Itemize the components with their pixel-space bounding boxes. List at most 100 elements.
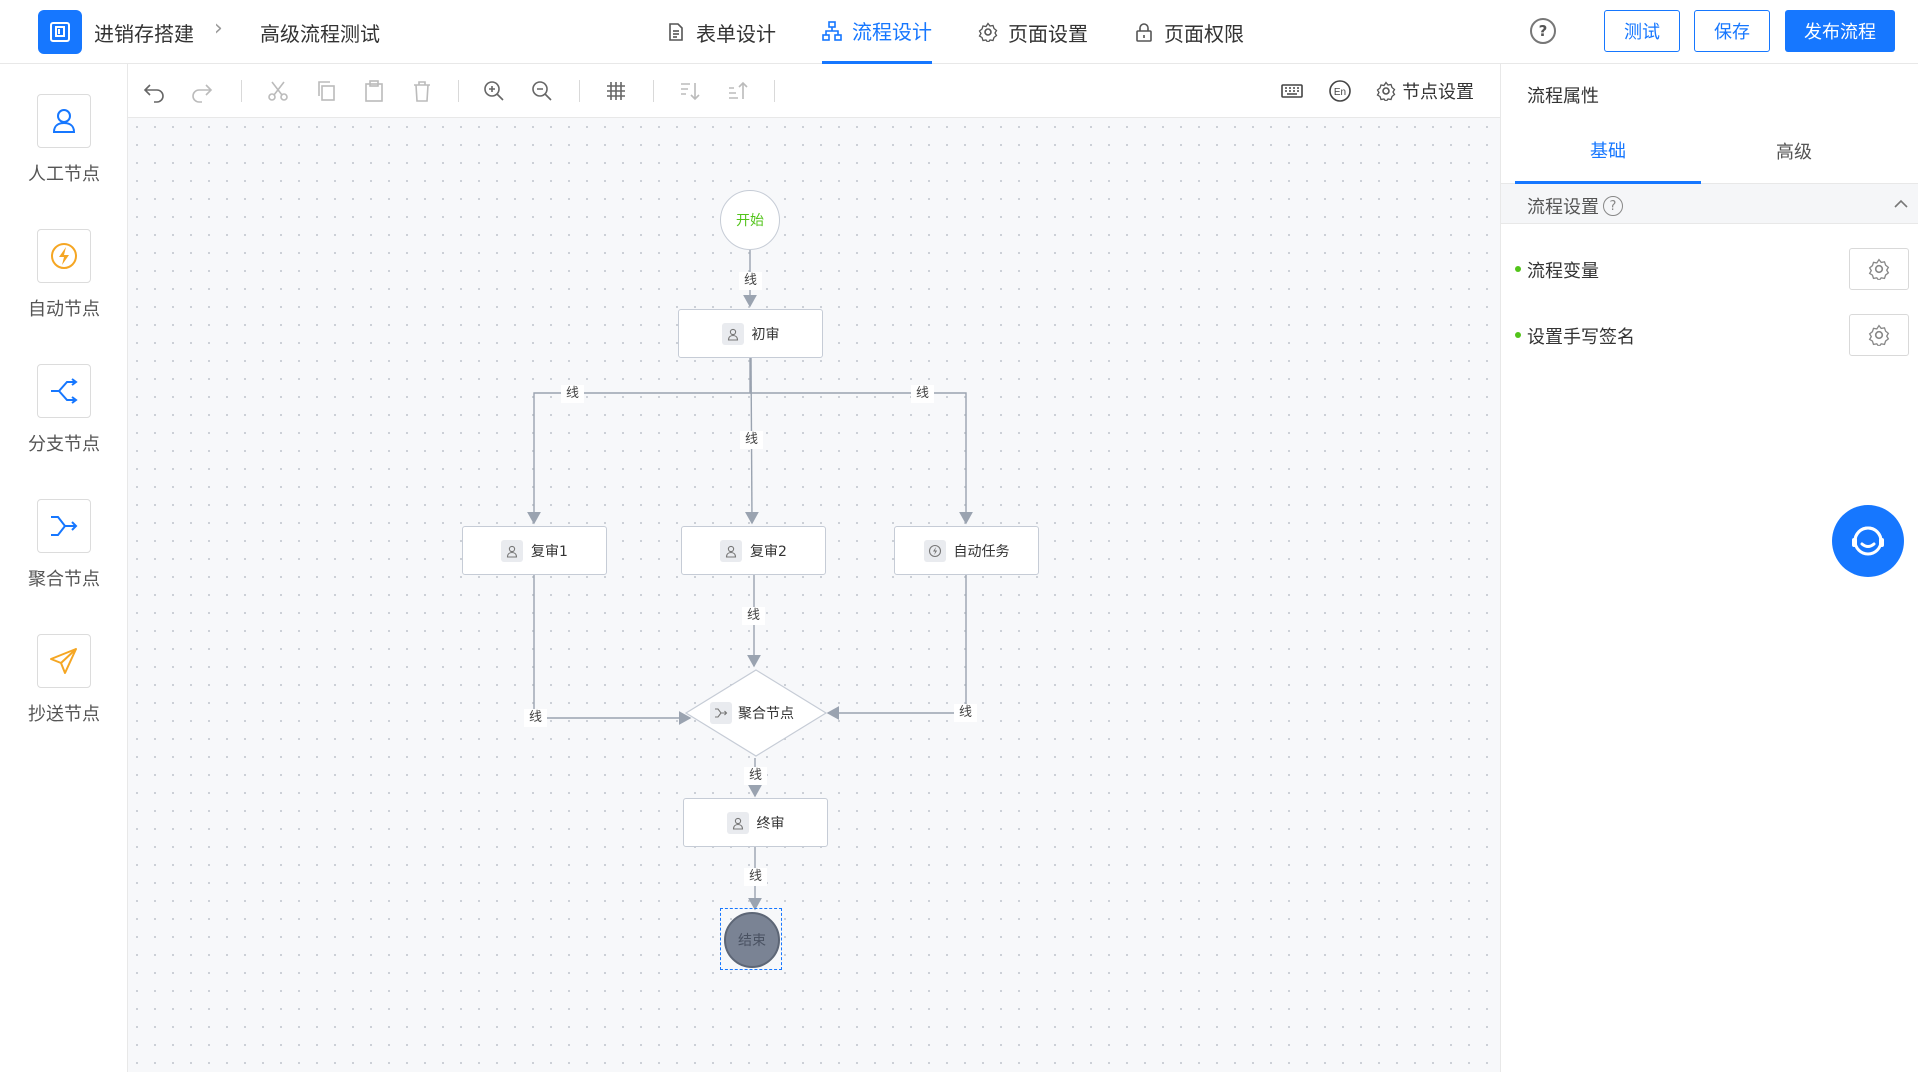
flow-canvas[interactable]: 开始 线 线 线 线 线 线 线 线 线 初审 复审1 复审2 自动任务 聚合节… bbox=[128, 118, 1500, 1072]
edge-first-review-auto-task bbox=[750, 392, 973, 525]
paste-icon[interactable] bbox=[362, 79, 386, 103]
app-logo-icon[interactable] bbox=[38, 10, 82, 54]
person-icon bbox=[725, 545, 737, 558]
publish-flow-button[interactable]: 发布流程 bbox=[1785, 10, 1895, 52]
tab-page-settings[interactable]: 页面设置 bbox=[978, 0, 1088, 64]
canvas-toolbar: En 节点设置 bbox=[128, 64, 1500, 118]
signature-settings-button[interactable] bbox=[1849, 314, 1909, 356]
test-button[interactable]: 测试 bbox=[1604, 10, 1680, 52]
node-settings-button[interactable]: 节点设置 bbox=[1376, 78, 1474, 104]
edge-label[interactable]: 线 bbox=[911, 385, 935, 403]
panel-title: 流程属性 bbox=[1527, 86, 1599, 107]
edge-review1-join bbox=[533, 574, 692, 725]
node-review1-label: 复审1 bbox=[531, 543, 568, 560]
node-final-review-label: 终审 bbox=[756, 815, 785, 832]
setting-row-signature: 设置手写签名 bbox=[1511, 314, 1909, 356]
end-node-selection[interactable]: 结束 bbox=[720, 908, 782, 970]
breadcrumb-page: 高级流程测试 bbox=[260, 22, 380, 46]
palette-branch-node-label: 分支节点 bbox=[28, 434, 100, 455]
chevron-up-icon[interactable] bbox=[1893, 196, 1909, 212]
zoom-out-icon[interactable] bbox=[530, 79, 554, 103]
person-icon bbox=[727, 328, 738, 341]
zoom-in-icon[interactable] bbox=[482, 79, 506, 103]
language-icon[interactable]: En bbox=[1328, 79, 1352, 103]
lock-icon bbox=[1136, 23, 1152, 42]
cut-icon[interactable] bbox=[266, 79, 290, 103]
lightning-icon bbox=[51, 243, 77, 269]
copy-icon[interactable] bbox=[314, 79, 338, 103]
tab-advanced[interactable]: 高级 bbox=[1776, 142, 1812, 163]
delete-icon[interactable] bbox=[410, 79, 434, 103]
person-icon bbox=[506, 545, 518, 558]
keyboard-icon[interactable] bbox=[1280, 79, 1304, 103]
join-node-diamond bbox=[684, 669, 828, 757]
edge-label[interactable]: 线 bbox=[744, 868, 768, 886]
palette-join-node-label: 聚合节点 bbox=[28, 569, 100, 590]
node-auto-task[interactable]: 自动任务 bbox=[894, 526, 1039, 575]
edge-label[interactable]: 线 bbox=[740, 431, 764, 449]
palette-cc-node[interactable]: 抄送节点 bbox=[0, 634, 128, 726]
person-icon bbox=[732, 817, 743, 830]
edge-first-review-review1 bbox=[527, 354, 751, 525]
person-icon bbox=[52, 109, 76, 133]
node-first-review[interactable]: 初审 bbox=[678, 309, 823, 358]
tab-flow-design[interactable]: 流程设计 bbox=[822, 0, 932, 64]
node-join[interactable]: 聚合节点 bbox=[710, 702, 794, 724]
tab-form-design-label: 表单设计 bbox=[696, 21, 776, 46]
edge-label[interactable]: 线 bbox=[561, 385, 585, 403]
edge-label[interactable]: 线 bbox=[954, 704, 978, 722]
gear-icon bbox=[1376, 81, 1396, 101]
question-icon[interactable]: ? bbox=[1603, 196, 1623, 216]
sort-down-icon[interactable] bbox=[678, 79, 702, 103]
palette-auto-node-label: 自动节点 bbox=[28, 299, 100, 320]
undo-icon[interactable] bbox=[142, 79, 166, 103]
edge-label[interactable]: 线 bbox=[524, 709, 548, 727]
setting-label: 流程变量 bbox=[1527, 261, 1599, 282]
top-bar: 进销存搭建 › 高级流程测试 表单设计 流程设计 页面设置 页面权限 ? 测试 … bbox=[0, 0, 1918, 64]
palette-branch-node[interactable]: 分支节点 bbox=[0, 364, 128, 456]
merge-icon bbox=[715, 708, 728, 718]
edge-label[interactable]: 线 bbox=[739, 272, 763, 290]
node-final-review[interactable]: 终审 bbox=[683, 798, 828, 847]
flowchart-icon bbox=[822, 20, 842, 41]
flow-settings-section[interactable]: 流程设置 ? bbox=[1501, 184, 1918, 224]
edge-label[interactable]: 线 bbox=[744, 767, 768, 785]
sort-up-icon[interactable] bbox=[726, 79, 750, 103]
node-review2[interactable]: 复审2 bbox=[681, 526, 826, 575]
node-review2-label: 复审2 bbox=[750, 543, 787, 560]
merge-icon bbox=[51, 516, 78, 536]
edge-auto-task-join bbox=[826, 574, 967, 720]
node-first-review-label: 初审 bbox=[751, 326, 780, 343]
node-settings-label: 节点设置 bbox=[1402, 82, 1474, 103]
gear-icon bbox=[1868, 324, 1890, 346]
lightning-icon bbox=[928, 544, 941, 557]
grid-icon[interactable] bbox=[604, 79, 628, 103]
tab-page-permissions-label: 页面权限 bbox=[1164, 21, 1244, 46]
section-title: 流程设置 bbox=[1527, 197, 1599, 218]
help-icon[interactable]: ? bbox=[1530, 18, 1556, 44]
branch-icon bbox=[51, 378, 78, 404]
flow-variables-settings-button[interactable] bbox=[1849, 248, 1909, 290]
tab-basic[interactable]: 基础 bbox=[1515, 118, 1701, 184]
breadcrumb-app[interactable]: 进销存搭建 bbox=[94, 22, 194, 46]
tab-page-permissions[interactable]: 页面权限 bbox=[1134, 0, 1244, 64]
palette-join-node[interactable]: 聚合节点 bbox=[0, 499, 128, 591]
palette-manual-node[interactable]: 人工节点 bbox=[0, 94, 128, 186]
node-review1[interactable]: 复审1 bbox=[462, 526, 607, 575]
chevron-right-icon: › bbox=[214, 16, 223, 41]
end-node[interactable]: 结束 bbox=[724, 912, 780, 968]
palette-auto-node[interactable]: 自动节点 bbox=[0, 229, 128, 321]
palette-manual-node-label: 人工节点 bbox=[28, 164, 100, 185]
setting-row-flow-variables: 流程变量 bbox=[1511, 248, 1909, 290]
flow-connections bbox=[527, 250, 973, 911]
start-node[interactable]: 开始 bbox=[720, 190, 780, 250]
save-button[interactable]: 保存 bbox=[1694, 10, 1770, 52]
properties-tabs: 基础 高级 bbox=[1501, 118, 1918, 184]
redo-icon[interactable] bbox=[190, 79, 214, 103]
node-join-label: 聚合节点 bbox=[738, 706, 794, 722]
edge-label[interactable]: 线 bbox=[742, 607, 766, 625]
tab-form-design[interactable]: 表单设计 bbox=[666, 0, 776, 64]
document-icon bbox=[669, 23, 683, 41]
tab-page-settings-label: 页面设置 bbox=[1008, 21, 1088, 46]
customer-support-icon[interactable] bbox=[1832, 505, 1904, 577]
